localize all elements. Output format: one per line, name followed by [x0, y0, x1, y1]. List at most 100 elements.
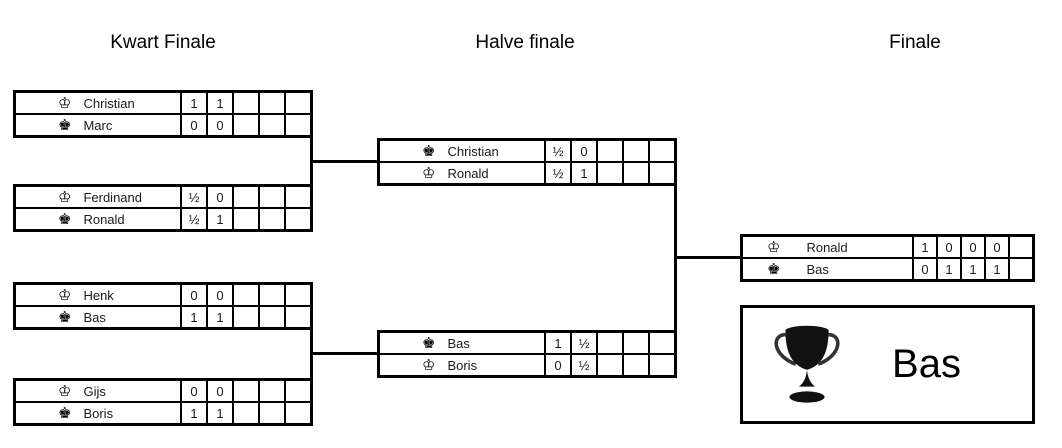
- player-name: Boris: [447, 357, 478, 373]
- black-king-icon: ♚: [767, 259, 781, 278]
- score-cell: ½: [570, 355, 596, 375]
- score-cell: [284, 403, 310, 423]
- player-name: Bas: [83, 309, 106, 325]
- player-name: Ronald: [806, 239, 848, 255]
- player-name-cell: ♚ Christian: [380, 141, 544, 161]
- black-king-icon: ♚: [58, 115, 72, 134]
- player-row: ♔ Gijs 0 0: [16, 381, 310, 401]
- winner-box: Bas: [740, 305, 1035, 424]
- score-cell: [648, 163, 674, 183]
- score-cell: 1: [206, 93, 232, 113]
- white-king-icon: ♔: [422, 355, 436, 374]
- score-cell: 1: [180, 307, 206, 327]
- white-king-icon: ♔: [58, 187, 72, 206]
- player-row: ♚ Bas 0 1 1 1: [743, 257, 1032, 279]
- score-cell: [258, 307, 284, 327]
- player-name-cell: ♚ Bas: [16, 307, 180, 327]
- player-name: Gijs: [83, 383, 106, 399]
- score-cell: 1: [960, 259, 984, 279]
- score-cell: ½: [180, 209, 206, 229]
- player-row: ♔ Ronald 1 0 0 0: [743, 237, 1032, 257]
- score-cell: [258, 285, 284, 305]
- player-name-cell: ♔ Henk: [16, 285, 180, 305]
- score-cell: 0: [180, 285, 206, 305]
- player-name-cell: ♔ Ferdinand: [16, 187, 180, 207]
- score-cell: 0: [960, 237, 984, 257]
- score-cell: 1: [936, 259, 960, 279]
- score-cell: 0: [180, 115, 206, 135]
- score-cell: [232, 93, 258, 113]
- score-cell: 1: [180, 403, 206, 423]
- match-sf2: ♚ Bas 1 ½ ♔ Boris 0 ½: [377, 330, 677, 378]
- score-cell: [622, 163, 648, 183]
- player-row: ♚ Marc 0 0: [16, 113, 310, 135]
- score-cell: 1: [544, 333, 570, 353]
- white-king-icon: ♔: [58, 93, 72, 112]
- score-cell: 1: [206, 307, 232, 327]
- score-cell: [648, 333, 674, 353]
- trophy-icon: [774, 325, 840, 403]
- player-name-cell: ♔ Christian: [16, 93, 180, 113]
- match-final: ♔ Ronald 1 0 0 0 ♚ Bas 0 1 1 1: [740, 234, 1035, 282]
- score-cell: 0: [570, 141, 596, 161]
- score-cell: [596, 355, 622, 375]
- player-name: Bas: [447, 335, 470, 351]
- player-name: Christian: [83, 95, 135, 111]
- player-row: ♔ Ferdinand ½ 0: [16, 187, 310, 207]
- black-king-icon: ♚: [58, 209, 72, 228]
- score-cell: [1008, 237, 1032, 257]
- score-cell: [232, 403, 258, 423]
- player-name: Christian: [447, 143, 499, 159]
- score-cell: 1: [180, 93, 206, 113]
- player-name-cell: ♚ Boris: [16, 403, 180, 423]
- score-cell: [284, 93, 310, 113]
- black-king-icon: ♚: [58, 307, 72, 326]
- score-cell: [622, 333, 648, 353]
- score-cell: [596, 163, 622, 183]
- match-qf2: ♔ Ferdinand ½ 0 ♚ Ronald ½ 1: [13, 184, 313, 232]
- score-cell: [284, 285, 310, 305]
- score-cell: [258, 209, 284, 229]
- round-header-final: Finale: [889, 32, 941, 53]
- score-cell: [258, 403, 284, 423]
- black-king-icon: ♚: [422, 333, 436, 352]
- score-cell: [258, 381, 284, 401]
- player-row: ♔ Christian 1 1: [16, 93, 310, 113]
- score-cell: [232, 209, 258, 229]
- player-row: ♔ Boris 0 ½: [380, 353, 674, 375]
- match-qf4: ♔ Gijs 0 0 ♚ Boris 1 1: [13, 378, 313, 426]
- score-cell: [648, 141, 674, 161]
- score-cell: 1: [912, 237, 936, 257]
- score-cell: [1008, 259, 1032, 279]
- score-cell: [258, 93, 284, 113]
- player-name-cell: ♔ Ronald: [380, 163, 544, 183]
- black-king-icon: ♚: [422, 141, 436, 160]
- player-name: Ferdinand: [83, 189, 142, 205]
- player-row: ♔ Henk 0 0: [16, 285, 310, 305]
- score-cell: 0: [206, 187, 232, 207]
- match-sf1: ♚ Christian ½ 0 ♔ Ronald ½ 1: [377, 138, 677, 186]
- player-name-cell: ♔ Ronald: [743, 237, 912, 257]
- score-cell: 1: [206, 209, 232, 229]
- player-name: Ronald: [447, 165, 489, 181]
- player-name: Bas: [806, 261, 829, 277]
- score-cell: [232, 285, 258, 305]
- score-cell: ½: [544, 141, 570, 161]
- score-cell: ½: [544, 163, 570, 183]
- score-cell: 0: [206, 115, 232, 135]
- black-king-icon: ♚: [58, 403, 72, 422]
- score-cell: [232, 187, 258, 207]
- player-name-cell: ♔ Boris: [380, 355, 544, 375]
- round-header-semi-finals: Halve finale: [475, 32, 575, 53]
- white-king-icon: ♔: [58, 285, 72, 304]
- score-cell: [232, 115, 258, 135]
- score-cell: 0: [544, 355, 570, 375]
- player-name-cell: ♚ Bas: [743, 259, 912, 279]
- player-row: ♚ Boris 1 1: [16, 401, 310, 423]
- connector-qf-group1-to-sf1: [310, 160, 377, 163]
- score-cell: [232, 307, 258, 327]
- score-cell: [622, 355, 648, 375]
- player-name: Henk: [83, 287, 114, 303]
- player-row: ♚ Bas 1 1: [16, 305, 310, 327]
- score-cell: 0: [206, 381, 232, 401]
